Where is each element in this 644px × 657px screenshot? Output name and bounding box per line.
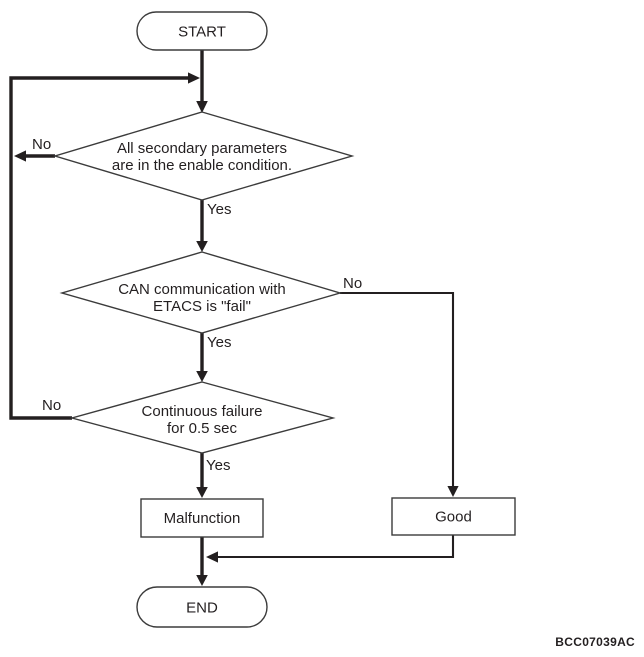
end-node-label: END xyxy=(186,600,218,617)
edge-decision2-no xyxy=(340,291,455,487)
arrowhead-good-join xyxy=(206,551,218,563)
good-box-shape xyxy=(391,497,516,536)
decision2-diamond-shape xyxy=(59,251,343,334)
edge-feedback-loop xyxy=(9,76,189,420)
connector-lines xyxy=(9,50,455,576)
decision1-diamond-shape xyxy=(52,111,355,201)
figure-code: BCC07039AC xyxy=(555,635,635,649)
arrowheads xyxy=(14,72,459,586)
edge-labels: No Yes No Yes No Yes xyxy=(32,136,362,474)
decision2-text-line1: CAN communication with xyxy=(118,281,286,298)
arrowhead-into-malfunction xyxy=(196,487,208,498)
decision2-no-label: No xyxy=(343,275,362,292)
edge-good-to-end xyxy=(217,535,455,559)
start-terminator-shape xyxy=(136,11,268,51)
malfunction-box-label: Malfunction xyxy=(164,510,241,527)
decision3-diamond-shape xyxy=(69,381,336,454)
decision2-text-line2: ETACS is "fail" xyxy=(153,298,251,315)
decision1-text-line1: All secondary parameters xyxy=(117,140,287,157)
decision3-text-line1: Continuous failure xyxy=(142,403,263,420)
arrowhead-feedback-join xyxy=(188,72,200,84)
malfunction-box-shape xyxy=(140,498,264,538)
decision1-text-line2: are in the enable condition. xyxy=(112,157,292,174)
decision1-yes-label: Yes xyxy=(207,201,231,218)
arrowhead-into-decision2 xyxy=(196,241,208,252)
arrowhead-decision1-no xyxy=(14,150,26,162)
node-shapes xyxy=(52,11,516,628)
decision3-text-line2: for 0.5 sec xyxy=(167,420,238,437)
arrowhead-into-decision3 xyxy=(196,371,208,382)
node-labels: START All secondary parameters are in th… xyxy=(112,24,472,617)
decision1-no-label: No xyxy=(32,136,51,153)
decision3-no-label: No xyxy=(42,397,61,414)
decision3-yes-label: Yes xyxy=(206,457,230,474)
arrowhead-into-decision1 xyxy=(196,101,208,113)
end-terminator-shape xyxy=(136,586,268,628)
arrowhead-into-good xyxy=(447,486,459,497)
arrowhead-into-end xyxy=(196,575,208,586)
start-node-label: START xyxy=(178,24,226,41)
good-box-label: Good xyxy=(435,509,472,526)
decision2-yes-label: Yes xyxy=(207,334,231,351)
